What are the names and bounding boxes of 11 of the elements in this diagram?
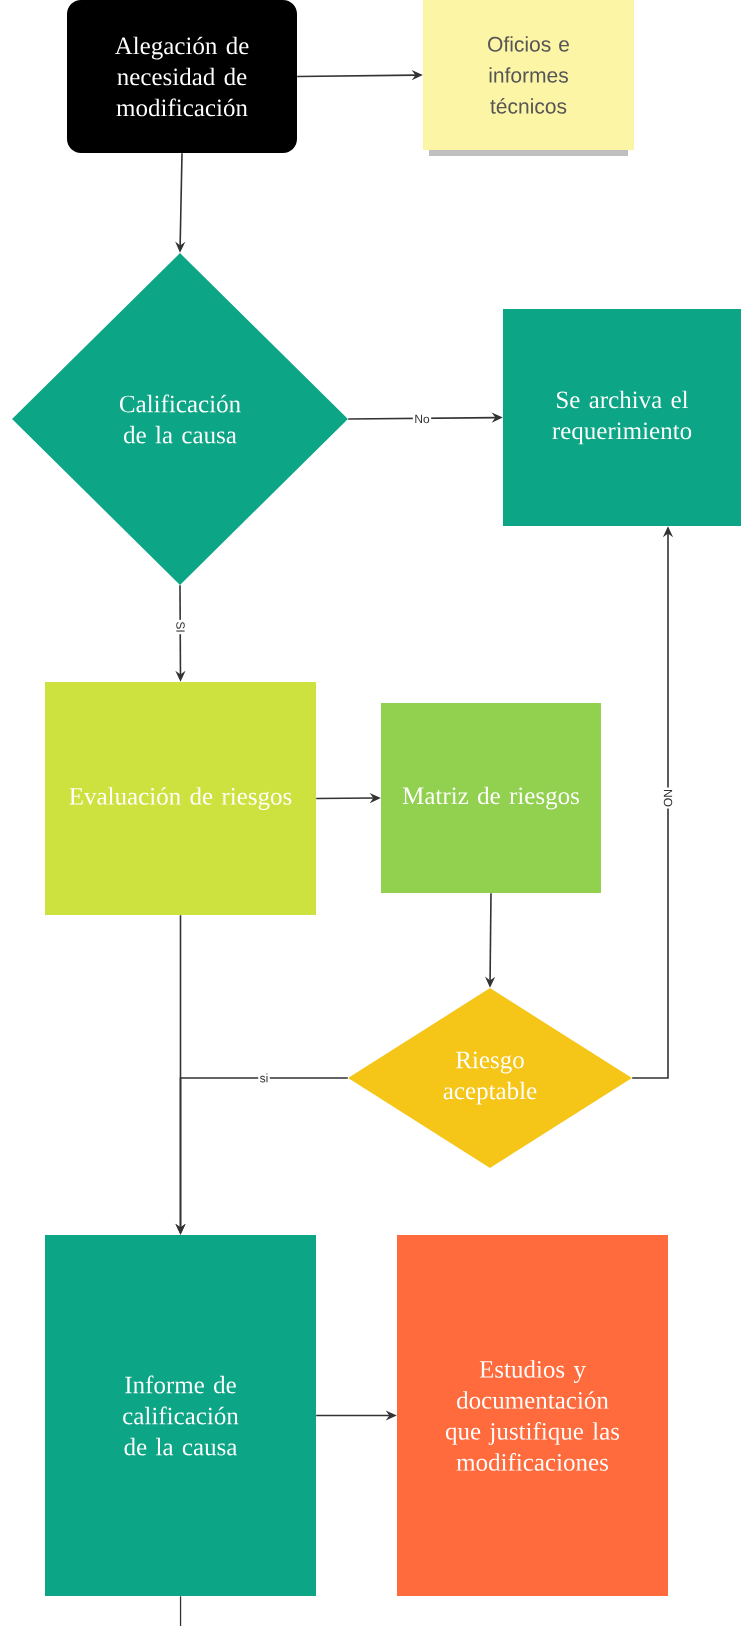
process-box: Matriz de riesgos: [381, 703, 601, 893]
process-box: Estudios y documentación que justifique las modificaciones: [397, 1235, 668, 1596]
edge-label: No: [412, 413, 432, 425]
edge-label: SI: [174, 619, 187, 635]
sticky-note: Oficios e informes técnicos: [423, 0, 634, 156]
process-box: Evaluación de riesgos: [45, 682, 316, 915]
edge-label: si: [258, 1072, 270, 1084]
process-box: Alegación de necesidad de modificación: [67, 0, 297, 153]
edge-label: NO: [662, 787, 674, 809]
process-box: Se archiva el requerimiento: [503, 309, 741, 526]
process-box: Informe de calificación de la causa: [45, 1235, 316, 1596]
